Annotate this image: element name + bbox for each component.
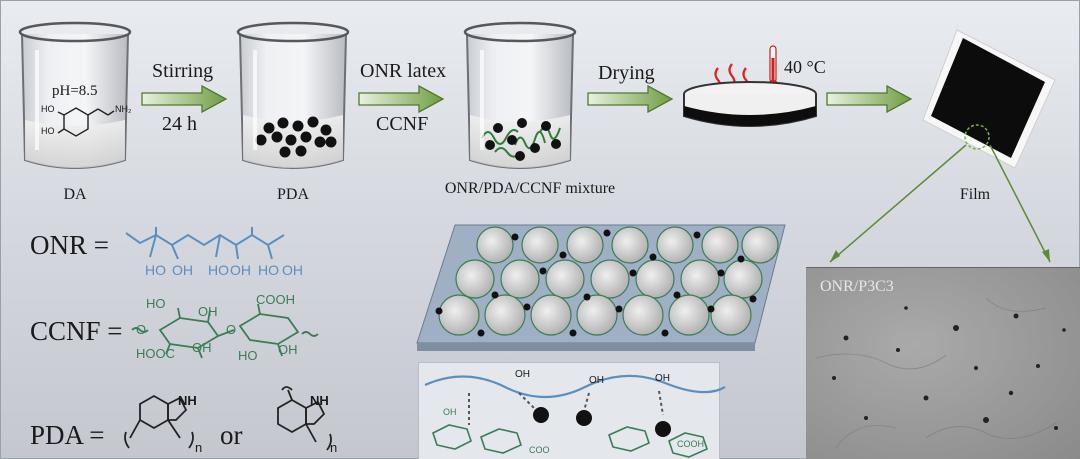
iface-cooh: COOH <box>677 439 704 449</box>
pda-n-2: n <box>330 440 337 455</box>
sem-label: ONR/P3C3 <box>820 278 894 296</box>
onr-label: ONR = <box>30 230 109 261</box>
onr-oh-5: HO <box>258 262 279 278</box>
ccnf-hooc: HOOC <box>136 346 175 361</box>
onr-oh-1: HO <box>145 262 166 278</box>
pda-n-1: n <box>195 440 202 455</box>
sem-image: ONR/P3C3 <box>806 267 1080 459</box>
iface-oh-a: OH <box>515 369 530 380</box>
pda-nh-2: NH <box>310 393 329 408</box>
ccnf-oh-b1: OH <box>192 340 212 355</box>
onr-oh-3: HO <box>208 262 229 278</box>
iface-oh-c: OH <box>655 373 670 384</box>
interface-detail: OH OH OH COO COOH OH <box>418 362 720 459</box>
iface-oh-b: OH <box>589 375 604 386</box>
sem-texture <box>806 268 1080 459</box>
interface-structure <box>419 363 719 459</box>
pda-label: PDA = <box>30 420 105 451</box>
ccnf-oh-b3: OH <box>278 342 298 357</box>
pda-nh-1: NH <box>178 393 197 408</box>
ccnf-o-left: O <box>136 322 146 337</box>
onr-oh-2: OH <box>172 262 193 278</box>
iface-coo: COO <box>529 445 550 455</box>
ccnf-oh-top2: OH <box>198 304 218 319</box>
iface-oh-d: OH <box>443 407 457 417</box>
pda-structure-1 <box>120 380 200 459</box>
ccnf-cooh-top: COOH <box>256 292 295 307</box>
pda-or-label: or <box>220 420 243 451</box>
onr-oh-4: OH <box>230 262 251 278</box>
onr-oh-6: OH <box>282 262 303 278</box>
ccnf-o-mid: O <box>226 322 236 337</box>
composite-schematic <box>415 215 795 355</box>
ccnf-oh-top1: HO <box>146 296 166 311</box>
ccnf-label: CCNF = <box>30 316 123 347</box>
ccnf-oh-b2: HO <box>238 348 258 363</box>
